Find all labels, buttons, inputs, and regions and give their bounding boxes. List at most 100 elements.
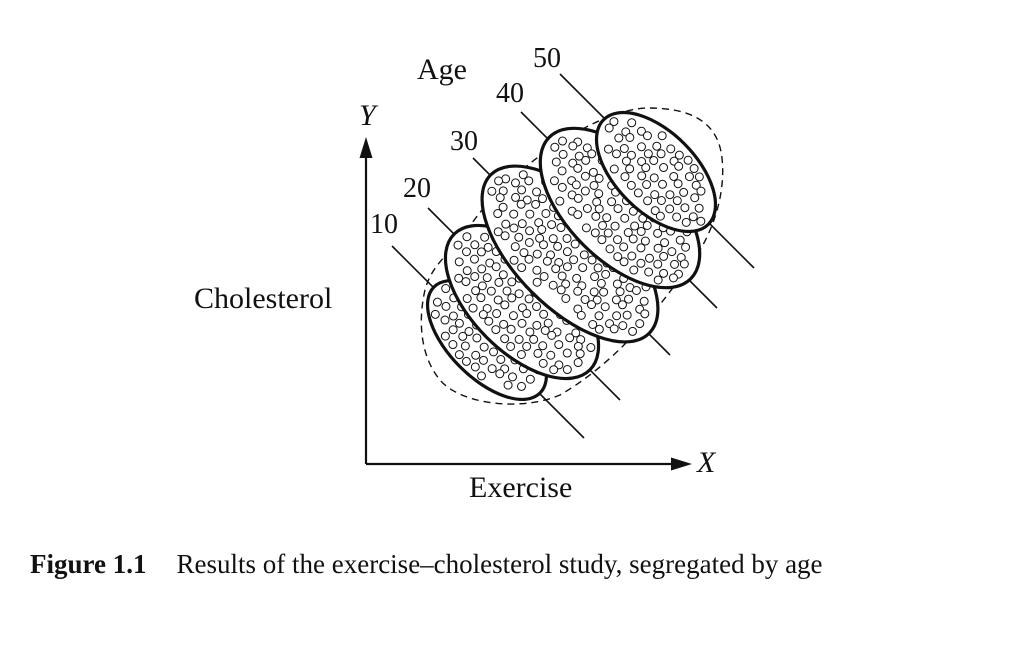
data-point (454, 350, 464, 360)
data-point (454, 318, 464, 328)
data-point (484, 316, 494, 326)
data-point (641, 163, 651, 173)
data-point (441, 301, 451, 311)
data-point (477, 264, 487, 274)
data-point (539, 271, 549, 281)
data-point (462, 294, 472, 304)
age-label-10: 10 (370, 209, 398, 240)
data-point (635, 319, 645, 329)
data-point (627, 118, 637, 128)
data-point (562, 262, 572, 272)
data-point (554, 340, 564, 350)
data-point (601, 269, 611, 279)
data-point (448, 340, 458, 350)
data-point (617, 300, 627, 310)
data-point (461, 277, 471, 287)
data-point (605, 244, 615, 254)
data-point (637, 171, 647, 181)
cluster-fill (427, 280, 547, 400)
data-point (506, 324, 516, 334)
data-point (573, 210, 583, 220)
data-point (500, 334, 510, 344)
data-point (603, 228, 613, 238)
data-point (689, 164, 699, 174)
data-point (653, 259, 663, 269)
data-point (660, 238, 670, 248)
y-axis-label: Cholesterol (194, 282, 332, 315)
cluster-outline (594, 110, 718, 234)
data-point (471, 286, 481, 296)
data-point (541, 208, 551, 218)
data-point (644, 253, 654, 263)
data-point (551, 157, 561, 167)
data-point (681, 217, 691, 227)
data-point (673, 179, 683, 189)
data-point (629, 265, 639, 275)
data-point (432, 297, 442, 307)
data-point (636, 258, 646, 268)
data-point (522, 341, 532, 351)
data-point (659, 163, 669, 173)
data-point (600, 302, 610, 312)
data-point (669, 171, 679, 181)
data-point (448, 311, 458, 321)
data-point (454, 257, 464, 267)
data-point (594, 311, 604, 321)
data-point (476, 371, 486, 381)
data-point (573, 163, 583, 173)
data-point (579, 250, 589, 260)
data-point (547, 220, 557, 230)
data-point (642, 180, 652, 190)
data-point (506, 341, 516, 351)
data-point (639, 296, 649, 306)
data-point (548, 234, 558, 244)
data-point (470, 362, 480, 372)
data-point (642, 131, 652, 141)
data-point (581, 223, 591, 233)
data-point (568, 141, 578, 151)
data-point (696, 186, 706, 196)
data-point (613, 204, 623, 214)
data-point (683, 155, 693, 165)
data-point (557, 166, 567, 176)
data-point (495, 193, 505, 203)
data-point (532, 187, 542, 197)
data-point (492, 309, 502, 319)
data-point (453, 240, 463, 250)
data-point (522, 309, 532, 319)
data-point (470, 272, 480, 282)
data-point (468, 303, 478, 313)
data-point (562, 233, 572, 243)
data-point (650, 190, 660, 200)
data-point (675, 235, 685, 245)
data-point (656, 195, 666, 205)
data-point (573, 341, 583, 351)
data-point (680, 203, 690, 213)
data-point (672, 212, 682, 222)
data-point (511, 192, 521, 202)
data-point (684, 172, 694, 182)
data-point (558, 136, 568, 146)
x-axis-symbol: X (696, 446, 717, 479)
data-point (578, 263, 588, 273)
data-point (482, 273, 492, 283)
data-point (557, 182, 567, 192)
x-axis-arrowhead (671, 457, 692, 471)
data-point (533, 348, 543, 358)
data-point (500, 231, 510, 241)
data-point (655, 211, 665, 221)
data-point (644, 267, 654, 277)
data-point (630, 221, 640, 231)
data-point (525, 327, 535, 337)
data-point (626, 180, 636, 190)
data-point (590, 228, 600, 238)
age-label-40: 40 (496, 78, 524, 109)
data-point (694, 203, 704, 213)
data-point (640, 309, 650, 319)
data-point (516, 349, 526, 359)
data-point (538, 341, 548, 351)
data-point (637, 142, 647, 152)
data-point (679, 187, 689, 197)
data-point (586, 343, 596, 353)
data-point (546, 350, 556, 360)
